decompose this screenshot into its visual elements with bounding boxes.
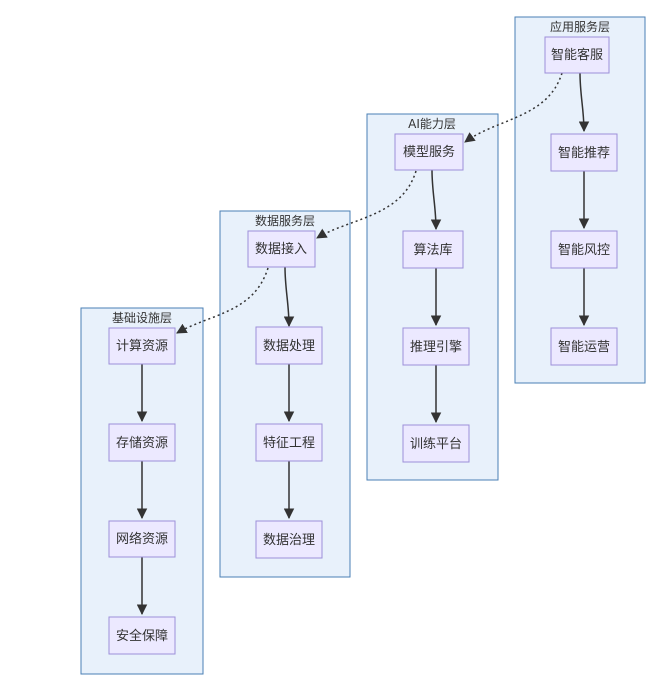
- node-model-service: 模型服务: [394, 133, 464, 171]
- node-data-processing-label: 数据处理: [263, 339, 315, 354]
- node-feature-eng-label: 特征工程: [263, 436, 315, 451]
- node-algorithm-lib: 算法库: [402, 230, 464, 269]
- edge-model-to-ingest: [316, 170, 417, 239]
- node-network-label: 网络资源: [116, 531, 168, 547]
- node-network: 网络资源: [108, 520, 176, 558]
- edge-ingest-to-processing: [283, 266, 295, 328]
- node-security-label: 安全保障: [116, 628, 168, 644]
- layer-data-title: 数据服务层: [255, 213, 315, 228]
- node-smart-recommend: 智能推荐: [550, 133, 618, 172]
- node-training-platform: 训练平台: [402, 424, 470, 463]
- node-compute: 计算资源: [108, 327, 176, 365]
- node-inference-engine-label: 推理引擎: [410, 340, 462, 355]
- edge-model-to-algorithm: [430, 169, 442, 231]
- edges: [136, 72, 590, 616]
- node-smart-service-label: 智能客服: [551, 47, 603, 63]
- node-data-ingest-label: 数据接入: [255, 241, 307, 257]
- node-algorithm-lib-label: 算法库: [413, 242, 452, 258]
- layer-ai-title: AI能力层: [408, 117, 456, 131]
- edge-service-to-recommend: [578, 72, 590, 133]
- node-storage: 存储资源: [108, 423, 176, 462]
- node-data-governance-label: 数据治理: [263, 533, 315, 548]
- node-smart-service: 智能客服: [544, 36, 610, 74]
- node-feature-eng: 特征工程: [255, 423, 323, 462]
- node-inference-engine: 推理引擎: [402, 327, 470, 366]
- node-smart-recommend-label: 智能推荐: [558, 146, 610, 161]
- node-smart-ops-label: 智能运营: [558, 340, 610, 355]
- node-training-platform-label: 训练平台: [410, 437, 462, 452]
- node-data-governance: 数据治理: [255, 520, 323, 559]
- node-smart-risk-label: 智能风控: [558, 243, 610, 258]
- node-storage-label: 存储资源: [116, 436, 168, 451]
- edge-service-to-model: [464, 72, 563, 143]
- node-model-service-label: 模型服务: [403, 144, 455, 160]
- node-security: 安全保障: [108, 616, 176, 655]
- node-data-ingest: 数据接入: [247, 230, 316, 268]
- layer-infra-title: 基础设施层: [112, 311, 172, 325]
- node-smart-ops: 智能运营: [550, 327, 618, 366]
- layer-application-title: 应用服务层: [550, 19, 610, 34]
- node-smart-risk: 智能风控: [550, 230, 618, 269]
- node-data-processing: 数据处理: [255, 326, 323, 365]
- node-compute-label: 计算资源: [116, 339, 168, 354]
